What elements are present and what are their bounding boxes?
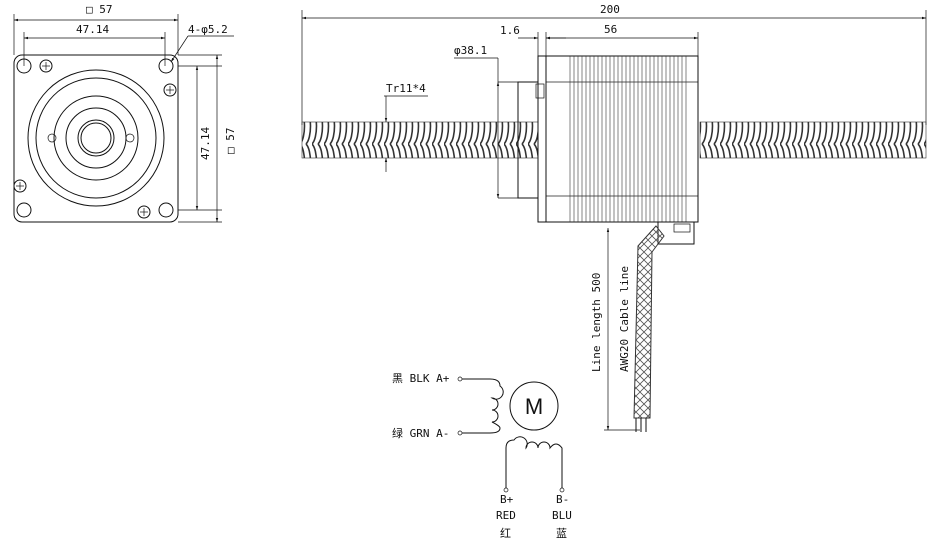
mount-hole bbox=[158, 202, 174, 218]
screw-icon bbox=[13, 179, 27, 193]
label-b-plus-color: RED bbox=[496, 509, 516, 522]
screw-icon bbox=[163, 83, 177, 97]
label-b-minus: B- bbox=[556, 493, 569, 506]
screw-icon bbox=[39, 59, 53, 73]
line-length: Line length 500 bbox=[590, 273, 603, 372]
dim-body-length: 56 bbox=[604, 23, 617, 36]
dim-vertical-pitch: 47.14 bbox=[199, 127, 212, 160]
wiring-diagram: 黑 BLK A+ 绿 GRN A- M B+ RED 红 B- BLU 蓝 bbox=[392, 372, 572, 540]
mount-hole bbox=[16, 58, 32, 74]
dim-outer-width: □ 57 bbox=[86, 3, 113, 16]
label-b-plus-cn: 红 bbox=[500, 527, 511, 540]
lead-screw bbox=[699, 121, 927, 159]
coil-a bbox=[462, 378, 504, 434]
body-laminations bbox=[569, 56, 687, 222]
motor-symbol-label: M bbox=[525, 394, 543, 419]
side-view: 200 Tr11*4 φ38.1 1.6 5 bbox=[301, 3, 927, 432]
label-a-plus: 黑 BLK A+ bbox=[392, 372, 450, 385]
motor-symbol bbox=[509, 381, 559, 431]
motor-flange bbox=[537, 55, 547, 223]
screw-icon bbox=[137, 205, 151, 219]
motor-face bbox=[13, 54, 179, 223]
coil-b bbox=[505, 436, 563, 488]
label-a-minus: 绿 GRN A- bbox=[392, 426, 449, 440]
dim-screw: Tr11*4 bbox=[386, 82, 426, 95]
dim-hole-pitch: 47.14 bbox=[76, 23, 109, 36]
mount-hole bbox=[158, 58, 174, 74]
dim-holes: 4-φ5.2 bbox=[188, 23, 228, 36]
front-view: □ 57 47.14 4-φ5.2 bbox=[13, 3, 237, 223]
label-b-plus: B+ bbox=[500, 493, 514, 506]
label-b-minus-color: BLU bbox=[552, 509, 572, 522]
cable-spec: AWG20 Cable line bbox=[618, 266, 631, 372]
dim-flange: 1.6 bbox=[500, 24, 520, 37]
cable-exit bbox=[657, 221, 695, 245]
cable bbox=[633, 225, 665, 419]
dim-boss-diameter: φ38.1 bbox=[454, 44, 487, 57]
mount-hole bbox=[16, 202, 32, 218]
dim-total-length: 200 bbox=[600, 3, 620, 16]
label-b-minus-cn: 蓝 bbox=[556, 527, 567, 540]
lead-screw bbox=[301, 121, 539, 159]
dim-outer-height: □ 57 bbox=[224, 128, 237, 155]
